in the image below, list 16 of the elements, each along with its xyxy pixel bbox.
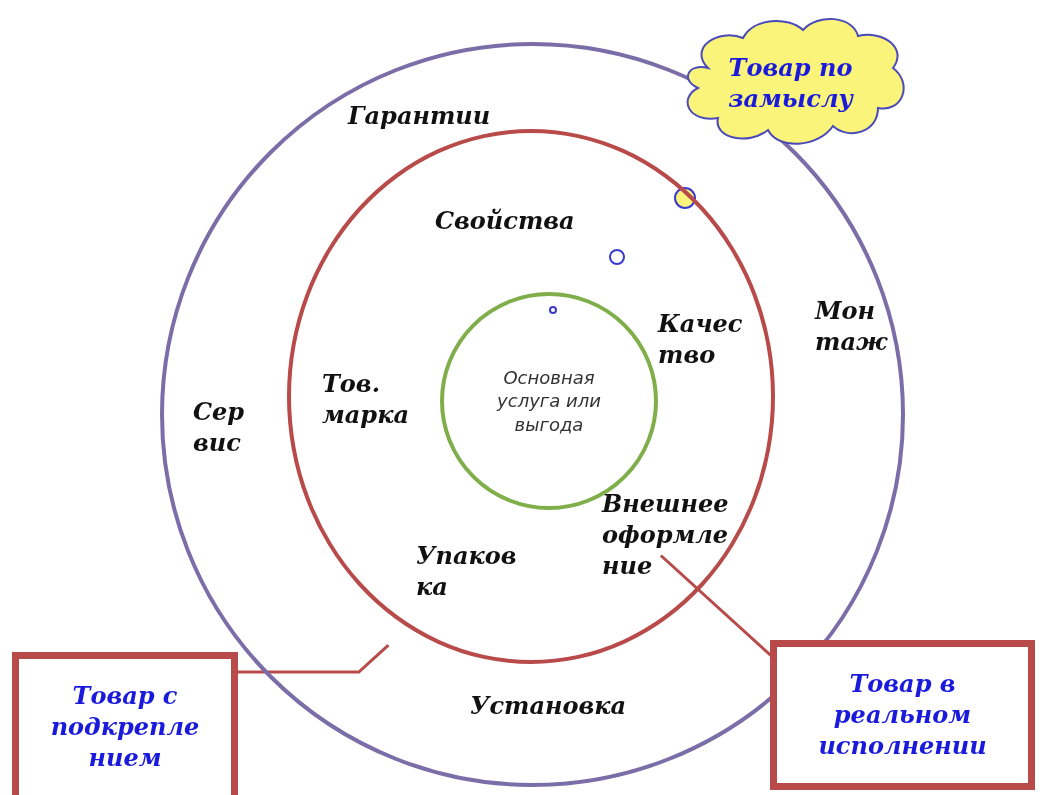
ring-item-label: Упаков ка: [416, 540, 518, 603]
ring-item-label: Качес тво: [658, 308, 744, 371]
core-label: Основная услуга или выгода: [495, 365, 602, 437]
callout-text: Товар по замыслу: [727, 51, 855, 115]
ring-item-label: Гарантии: [348, 100, 492, 132]
ring-item-label: Мон таж: [815, 295, 889, 358]
callout-box: [12, 652, 238, 795]
callout-text: Товар в реальном исполнении: [817, 668, 988, 762]
ring-item-label: Тов. марка: [322, 368, 410, 431]
callout-box: [770, 640, 1035, 790]
ring-item-label: Установка: [470, 690, 628, 722]
ring-item-label: Внешнее оформле ние: [602, 488, 730, 582]
callout-text: Товар с подкрепле нием: [49, 680, 201, 774]
ring-item-label: Сер вис: [193, 396, 246, 459]
leader-line: [238, 644, 390, 674]
ring-item-label: Свойства: [435, 205, 576, 237]
